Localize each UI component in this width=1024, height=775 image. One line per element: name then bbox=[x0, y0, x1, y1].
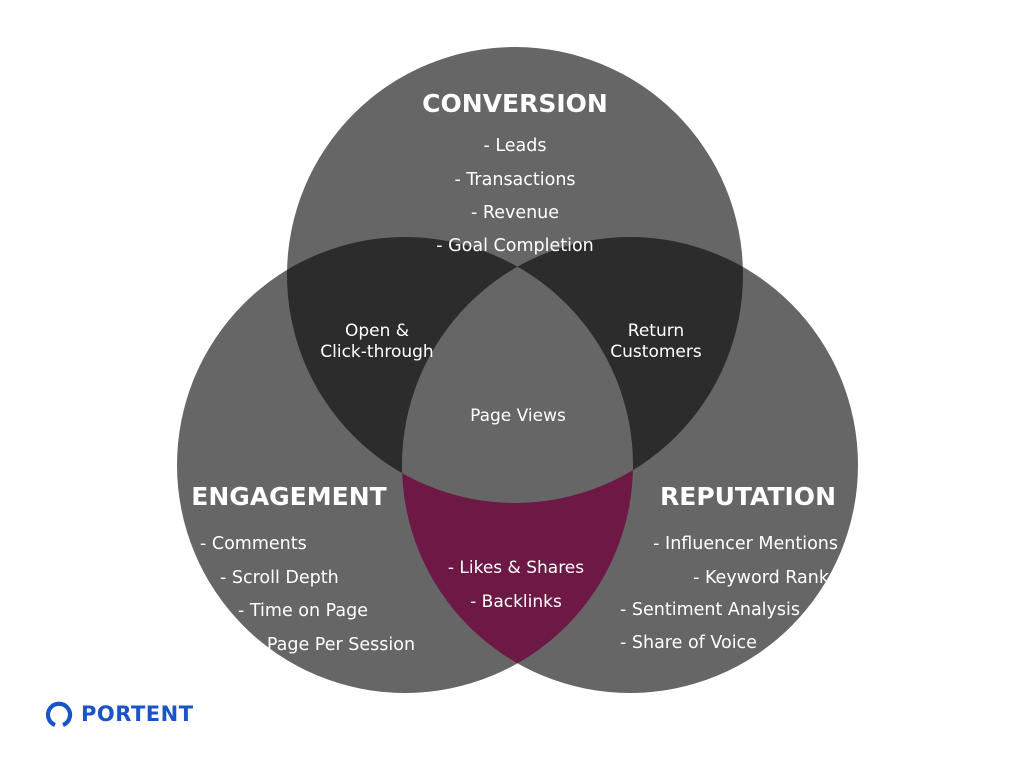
reputation-item-influencer-mentions: - Influencer Mentions bbox=[653, 534, 838, 554]
portent-logo: PORTENT bbox=[46, 698, 194, 730]
engagement-item-time-on-page: - Time on Page bbox=[238, 601, 368, 621]
engagement-item-page-per-session: - Page Per Session bbox=[255, 635, 415, 655]
overlap-engagement-reputation-line1: - Likes & Shares bbox=[448, 558, 584, 578]
engagement-item-scroll-depth: - Scroll Depth bbox=[220, 568, 339, 588]
conversion-title: CONVERSION bbox=[422, 89, 608, 118]
overlap-engagement-reputation-line2: - Backlinks bbox=[470, 592, 562, 612]
reputation-item-share-of-voice: - Share of Voice bbox=[620, 633, 757, 653]
reputation-item-sentiment-analysis: - Sentiment Analysis bbox=[620, 600, 800, 620]
overlap-conversion-reputation-line1: Return bbox=[628, 321, 684, 341]
engagement-item-comments: - Comments bbox=[200, 534, 307, 554]
center-overlap bbox=[402, 237, 633, 503]
overlap-conversion-engagement-line1: Open & bbox=[345, 321, 409, 341]
overlap-conversion-engagement-line2: Click-through bbox=[320, 342, 433, 362]
overlap-center-page-views: Page Views bbox=[470, 406, 566, 426]
portent-ring-icon bbox=[46, 701, 73, 727]
reputation-item-keyword-rank: - Keyword Rank bbox=[693, 568, 830, 588]
conversion-item-revenue: - Revenue bbox=[471, 203, 559, 223]
portent-logo-text: PORTENT bbox=[81, 702, 194, 726]
conversion-item-leads: - Leads bbox=[483, 136, 546, 156]
reputation-title: REPUTATION bbox=[660, 482, 836, 511]
engagement-title: ENGAGEMENT bbox=[191, 482, 386, 511]
conversion-item-goal-completion: - Goal Completion bbox=[436, 236, 594, 256]
overlap-conversion-reputation-line2: Customers bbox=[610, 342, 702, 362]
conversion-item-transactions: - Transactions bbox=[454, 170, 575, 190]
